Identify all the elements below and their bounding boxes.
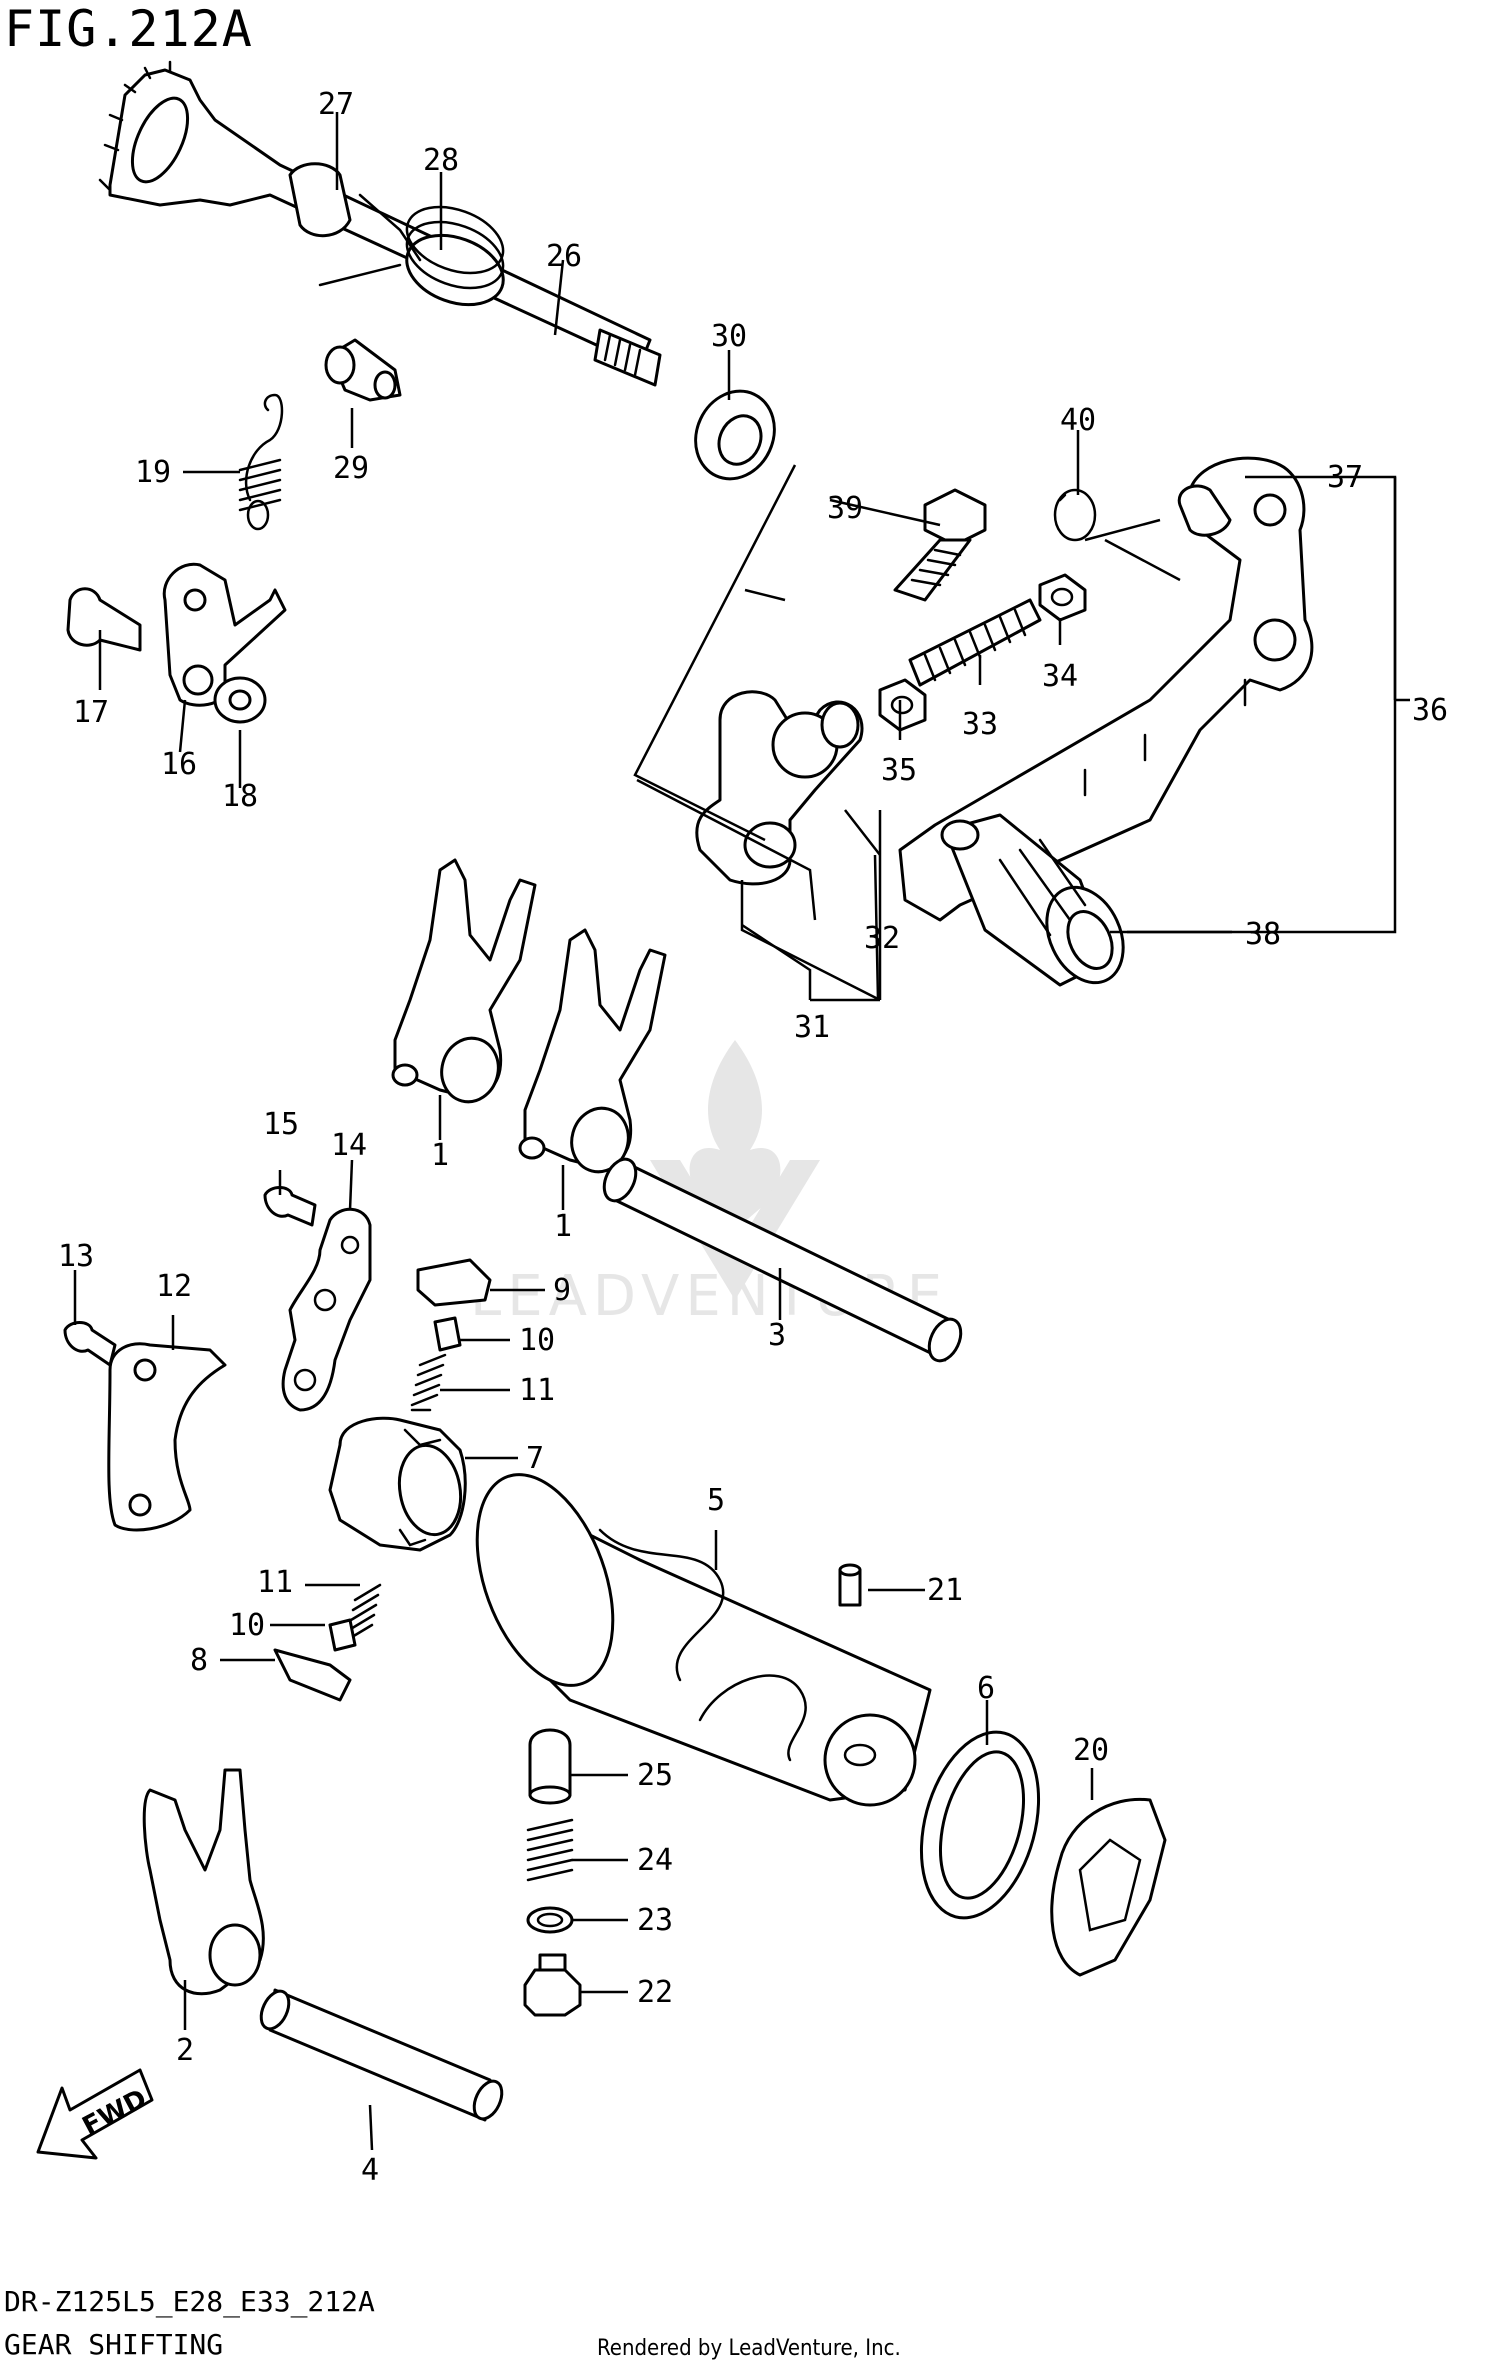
plug-22	[523, 1953, 582, 2017]
callout-20: 20	[1073, 1733, 1109, 1768]
shift-fork-2	[142, 1768, 265, 1996]
callout-12: 12	[156, 1269, 192, 1304]
callout-22: 22	[637, 1975, 673, 2010]
cam-7	[328, 1416, 467, 1552]
rod-33	[908, 598, 1042, 687]
leader-lines	[73, 112, 1410, 2151]
footpeg-38	[940, 813, 1125, 987]
spring-11b	[345, 1583, 382, 1642]
callout-7: 7	[526, 1441, 544, 1476]
callout-37: 37	[1327, 460, 1363, 495]
callout-23: 23	[637, 1903, 673, 1938]
diagram-name: GEAR SHIFTING	[4, 2328, 224, 2361]
stopper-16	[162, 562, 287, 707]
nut-34	[1038, 573, 1087, 622]
pin-21	[838, 1563, 862, 1607]
callout-3: 3	[768, 1318, 786, 1353]
callout-15: 15	[263, 1107, 299, 1142]
callout-6: 6	[977, 1671, 995, 1706]
callout-27: 27	[318, 87, 354, 122]
gearshift-cam-5	[475, 1473, 932, 1807]
callout-31: 31	[794, 1010, 830, 1045]
bolt-39	[893, 488, 987, 602]
shift-fork-1b	[518, 928, 667, 1174]
plate-12	[107, 1342, 227, 1532]
callout-1b: 1	[554, 1209, 572, 1244]
fwd-arrow-icon	[36, 2068, 154, 2160]
callout-19: 19	[135, 455, 171, 490]
callout-17: 17	[73, 695, 109, 730]
joint-31-32	[695, 690, 864, 886]
callout-33: 33	[962, 707, 998, 742]
callout-16: 16	[161, 747, 197, 782]
callout-10a: 10	[519, 1323, 555, 1358]
screw-13	[63, 1321, 117, 1367]
callout-29: 29	[333, 451, 369, 486]
diagram-code: DR-Z125L5_E28_E33_212A	[4, 2285, 375, 2318]
pawl-8	[273, 1648, 352, 1702]
callout-39: 39	[827, 491, 863, 526]
stopper-plate-14	[281, 1207, 372, 1412]
callout-18: 18	[222, 779, 258, 814]
callout-26: 26	[546, 239, 582, 274]
callout-13: 13	[58, 1239, 94, 1274]
callout-labels: 27 28 26 30 29 19 17 16 18 40 39 37 34 3…	[58, 87, 1448, 2188]
shift-fork-1a	[391, 858, 537, 1104]
cam-plate-20	[1050, 1797, 1167, 1977]
fork-shaft-4	[259, 1988, 504, 2122]
callout-4: 4	[361, 2153, 379, 2188]
washer-18	[213, 676, 267, 724]
screw-15	[263, 1186, 317, 1227]
bolt-29	[324, 338, 402, 402]
bolt-17	[66, 587, 142, 652]
callout-2: 2	[176, 2033, 194, 2068]
spring-19	[238, 393, 284, 531]
spring-28	[318, 193, 505, 307]
callout-28: 28	[423, 143, 459, 178]
callout-34: 34	[1042, 659, 1078, 694]
spring-11a	[410, 1353, 447, 1412]
rendered-by-credit: Rendered by LeadVenture, Inc.	[597, 2336, 901, 2361]
gearshift-shaft-26	[98, 60, 662, 387]
figure-title: FIG.212A	[4, 0, 253, 58]
gasket-23	[526, 1906, 574, 1934]
callout-30: 30	[711, 319, 747, 354]
callout-36: 36	[1412, 693, 1448, 728]
callout-1a: 1	[431, 1138, 449, 1173]
callout-32: 32	[864, 921, 900, 956]
callout-8: 8	[190, 1643, 208, 1678]
callout-9: 9	[553, 1273, 571, 1308]
callout-11b: 11	[257, 1565, 293, 1600]
callout-21: 21	[927, 1573, 963, 1608]
callout-5: 5	[707, 1483, 725, 1518]
callout-11a: 11	[519, 1373, 555, 1408]
callout-10b: 10	[229, 1608, 265, 1643]
callout-25: 25	[637, 1758, 673, 1793]
spring-24	[526, 1818, 574, 1882]
plunger-25	[528, 1728, 572, 1805]
pawl-9	[416, 1258, 492, 1307]
circlip-40	[1053, 488, 1097, 542]
callout-35: 35	[881, 753, 917, 788]
callout-24: 24	[637, 1843, 673, 1878]
shift-lever-36	[898, 456, 1314, 922]
pin-10a	[433, 1316, 462, 1352]
callout-14: 14	[331, 1128, 367, 1163]
nut-35	[878, 678, 927, 732]
callout-38: 38	[1245, 917, 1281, 952]
washer-6	[919, 1730, 1041, 1920]
callout-40: 40	[1060, 403, 1096, 438]
pin-10b	[328, 1618, 357, 1652]
fork-shaft-3	[602, 1157, 963, 1363]
bearing-30	[694, 389, 776, 481]
